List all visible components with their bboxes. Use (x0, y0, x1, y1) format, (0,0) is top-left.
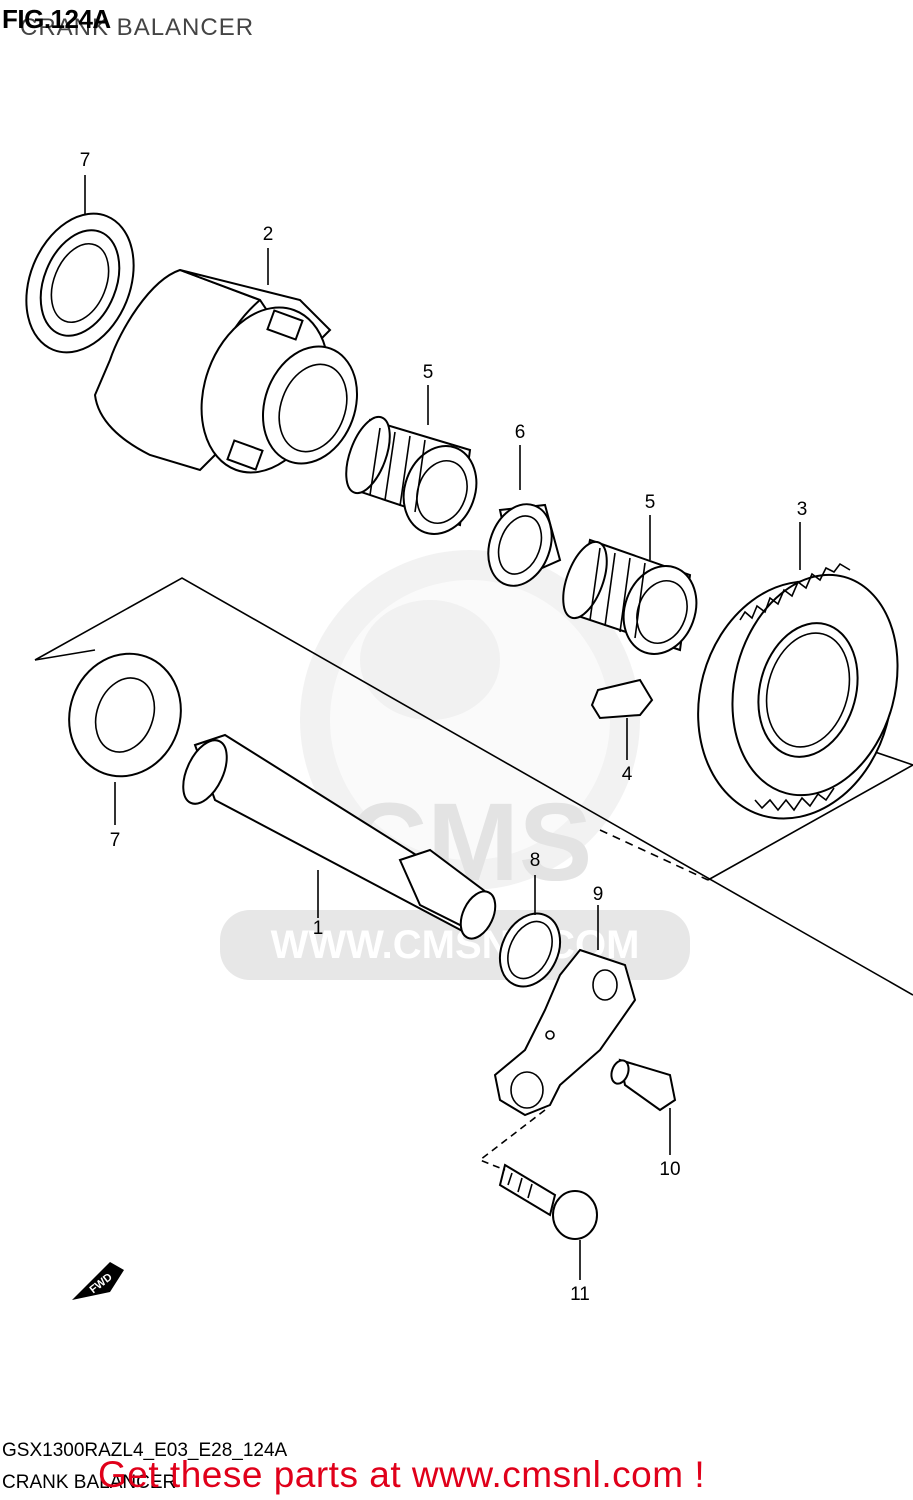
callout-6: 6 (515, 422, 526, 443)
callout-3: 3 (797, 499, 808, 520)
group-name: CRANK BALANCER (2, 1472, 177, 1493)
callout-7-bottom: 7 (110, 830, 121, 851)
balancer-gear (697, 562, 899, 820)
callout-10: 10 (659, 1159, 680, 1180)
callout-9: 9 (593, 884, 604, 905)
assembly-line-lever (478, 1109, 546, 1171)
needle-bearing-right (562, 538, 698, 655)
needle-bearing-left (345, 415, 478, 535)
leader-lines (84, 175, 801, 1280)
figure-title: FIG.124A (2, 4, 111, 34)
model-code: GSX1300RAZL4_E03_E28_124A (2, 1440, 288, 1461)
assembly-outline (34, 577, 913, 996)
callout-5-right: 5 (645, 492, 656, 513)
bolt-small (610, 1058, 677, 1112)
callout-5-left: 5 (423, 362, 434, 383)
balancer-weight (93, 268, 359, 474)
bolt-large (498, 1163, 598, 1240)
balancer-shaft (182, 733, 497, 940)
washer (498, 912, 562, 988)
figure-subtitle: CRANK BALANCER (20, 14, 255, 41)
callout-1: 1 (313, 918, 324, 939)
callout-7-top: 7 (80, 150, 91, 171)
callout-4: 4 (622, 764, 633, 785)
oil-seal-bottom (68, 652, 182, 778)
balancer-lever (493, 948, 637, 1117)
fwd-arrow-icon: FWD (72, 1262, 124, 1300)
callout-11: 11 (570, 1284, 590, 1305)
collar (487, 503, 562, 587)
callouts: 7 2 5 6 5 3 4 7 8 9 1 10 11 (80, 150, 808, 1305)
woodruff-key (590, 678, 654, 720)
promo-link[interactable]: Get these parts at www.cmsnl.com ! (98, 1454, 706, 1495)
callout-2: 2 (263, 224, 274, 245)
oil-seal-top (25, 212, 135, 354)
callout-8: 8 (530, 850, 541, 871)
